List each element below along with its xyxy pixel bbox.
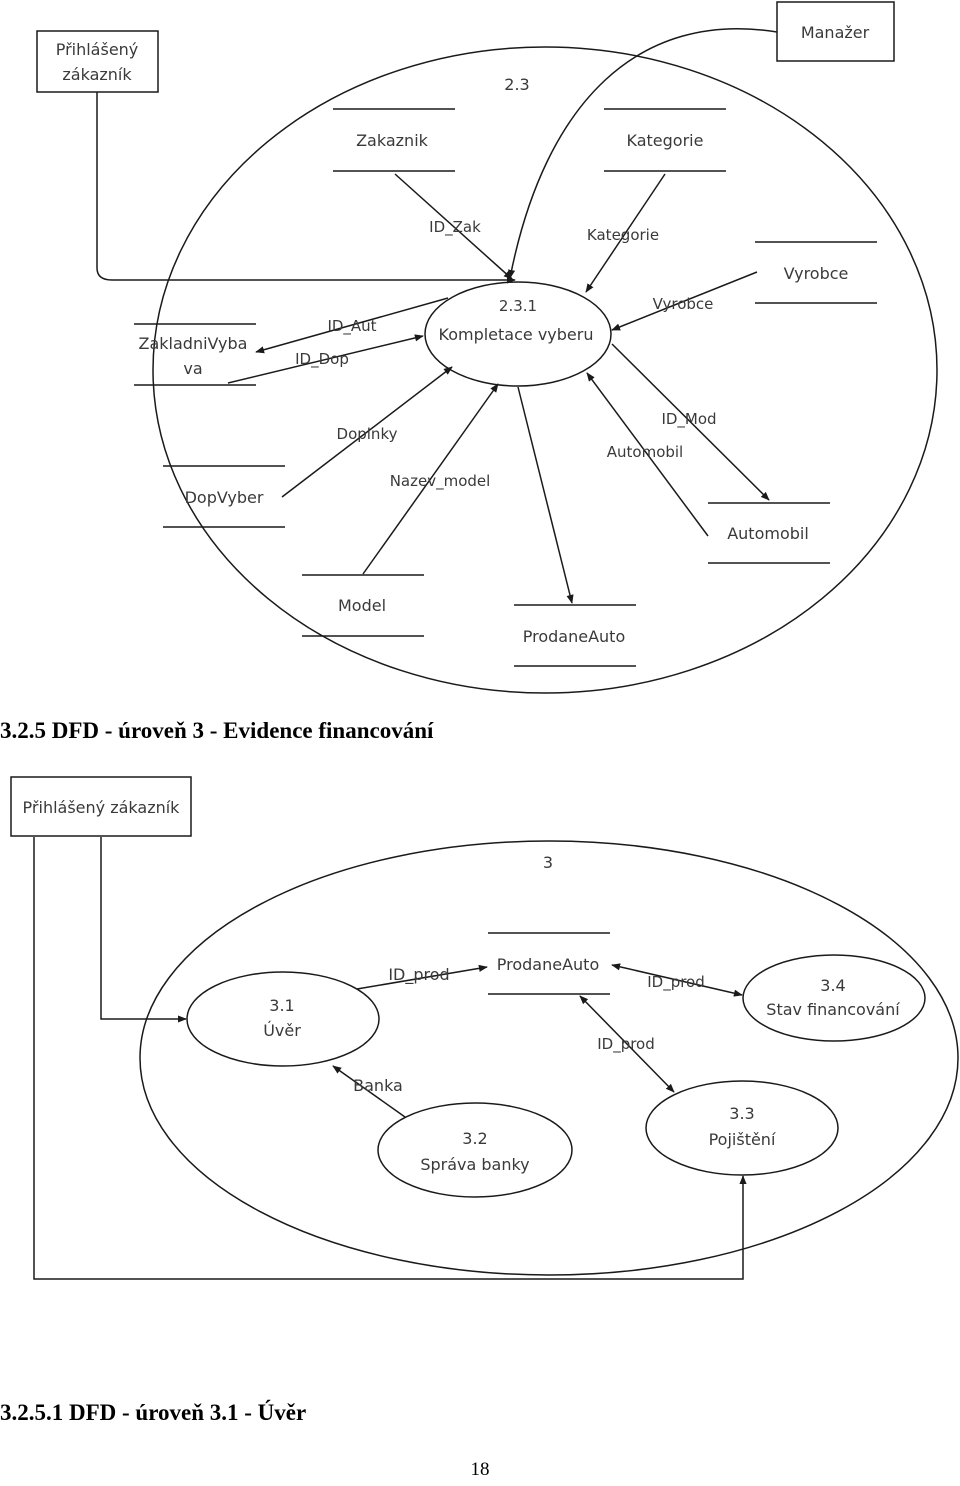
- flow-label-id-prod-3: ID_prod: [597, 1035, 655, 1054]
- store-label-dopvyber: DopVyber: [185, 488, 264, 507]
- store-label-vyrobce: Vyrobce: [784, 264, 849, 283]
- process-name-kompletace: Kompletace vyberu: [439, 325, 594, 344]
- store-kategorie: [604, 108, 726, 172]
- store-label-zakladni: ZakladniVyba: [139, 334, 248, 353]
- actor-label-prihlaseny-zakaznik: Přihlášený zákazník: [23, 798, 181, 817]
- process-3-4: [742, 954, 926, 1042]
- process-id-3-4: 3.4: [820, 976, 845, 995]
- flow-label-automobil: Automobil: [607, 443, 683, 461]
- flow-banka: [332, 1065, 406, 1118]
- store-label-prodaneauto: ProdaneAuto: [497, 955, 599, 974]
- flow-doplnky: [281, 366, 453, 498]
- flow-label-banka: Banka: [353, 1076, 403, 1095]
- store-prodane: [514, 604, 636, 667]
- actor-box-prihlaseny-zakaznik: [10, 776, 192, 837]
- page-number: 18: [470, 1459, 490, 1480]
- store-label-model: Model: [338, 596, 386, 615]
- flow-id-aut: [255, 297, 449, 354]
- diagram-2-3: [36, 1, 938, 694]
- context-id-3: 3: [543, 853, 553, 872]
- store-automobil: [708, 502, 830, 564]
- process-id-2-3-1: 2.3.1: [499, 297, 537, 315]
- flow-label-kategorie: Kategorie: [587, 226, 659, 244]
- section-heading-evidence-financovani: 3.2.5 DFD - úroveň 3 - Evidence financov…: [0, 718, 434, 743]
- actor-label-manazer: Manažer: [801, 23, 870, 42]
- flow-label-id-zak: ID_Zak: [429, 218, 481, 237]
- store-prodaneauto: [488, 932, 610, 995]
- process-name-pojisteni: Pojištění: [709, 1130, 776, 1149]
- flow-vyrobce: [611, 271, 758, 331]
- flow-prodane-pojisteni: [579, 995, 675, 1093]
- store-zakladni: [134, 323, 256, 386]
- process-2-3-1: [424, 281, 612, 387]
- context-id-2-3: 2.3: [504, 75, 529, 94]
- process-id-3-1: 3.1: [269, 996, 294, 1015]
- flow-uver-prodane: [356, 964, 488, 990]
- store-model: [302, 574, 424, 637]
- store-label-kategorie: Kategorie: [627, 131, 704, 150]
- flow-label-vyrobce: Vyrobce: [653, 295, 714, 313]
- flow-id-zak: [394, 173, 513, 280]
- flow-id-dop: [227, 334, 424, 384]
- process-3-1: [186, 971, 380, 1067]
- store-label-zakladni-2: va: [183, 359, 202, 378]
- flow-label-id-aut: ID_Aut: [327, 317, 376, 336]
- section-heading-uver: 3.2.5.1 DFD - úroveň 3.1 - Úvěr: [0, 1400, 307, 1425]
- flow-prihlaseny-to-process: [96, 92, 516, 284]
- flow-actor-to-pojisteni: [33, 837, 747, 1280]
- actor-label-prihlaseny: Přihlášený: [56, 40, 139, 59]
- flow-label-doplnky: Doplnky: [337, 425, 398, 443]
- process-name-uver: Úvěr: [263, 1021, 301, 1040]
- flow-prodane-stav: [611, 963, 743, 997]
- store-zakaznik: [333, 108, 455, 172]
- flow-nazev-model: [362, 383, 499, 575]
- flow-label-nazev-model: Nazev_model: [390, 472, 491, 491]
- diagram-3: [10, 776, 959, 1280]
- diagram-3-labels: Přihlášený zákazník 3 3.1 Úvěr 3.2 Správ…: [23, 798, 901, 1174]
- store-dopvyber: [163, 465, 285, 528]
- flow-kategorie: [585, 173, 666, 293]
- process-name-sprava-banky: Správa banky: [420, 1155, 529, 1174]
- flow-label-id-mod: ID_Mod: [661, 410, 716, 429]
- flow-label-id-prod-1: ID_prod: [388, 965, 449, 985]
- flow-manazer-to-process: [508, 28, 778, 279]
- store-label-automobil: Automobil: [727, 524, 809, 543]
- process-id-3-3: 3.3: [729, 1104, 754, 1123]
- flow-id-mod: [611, 343, 770, 501]
- store-vyrobce: [755, 241, 877, 304]
- context-ellipse-2-3: [152, 46, 938, 694]
- diagram-2-3-labels: Přihlášený zákazník Manažer 2.3 2.3.1 Ko…: [56, 23, 870, 646]
- store-label-prodane: ProdaneAuto: [523, 627, 625, 646]
- process-name-stav-financovani: Stav financování: [766, 1000, 900, 1019]
- flow-label-id-prod-2: ID_prod: [647, 973, 705, 992]
- flow-automobil-in: [586, 372, 709, 537]
- flow-actor-to-uver: [100, 837, 187, 1023]
- store-label-zakaznik: Zakaznik: [356, 131, 429, 150]
- actor-label-prihlaseny-2: zákazník: [62, 65, 132, 84]
- process-3-2: [377, 1102, 573, 1198]
- process-id-3-2: 3.2: [462, 1129, 487, 1148]
- flow-label-id-dop: ID_Dop: [295, 350, 349, 369]
- process-3-3: [645, 1080, 839, 1176]
- flow-prodane: [517, 386, 574, 604]
- context-ellipse-3: [139, 840, 959, 1276]
